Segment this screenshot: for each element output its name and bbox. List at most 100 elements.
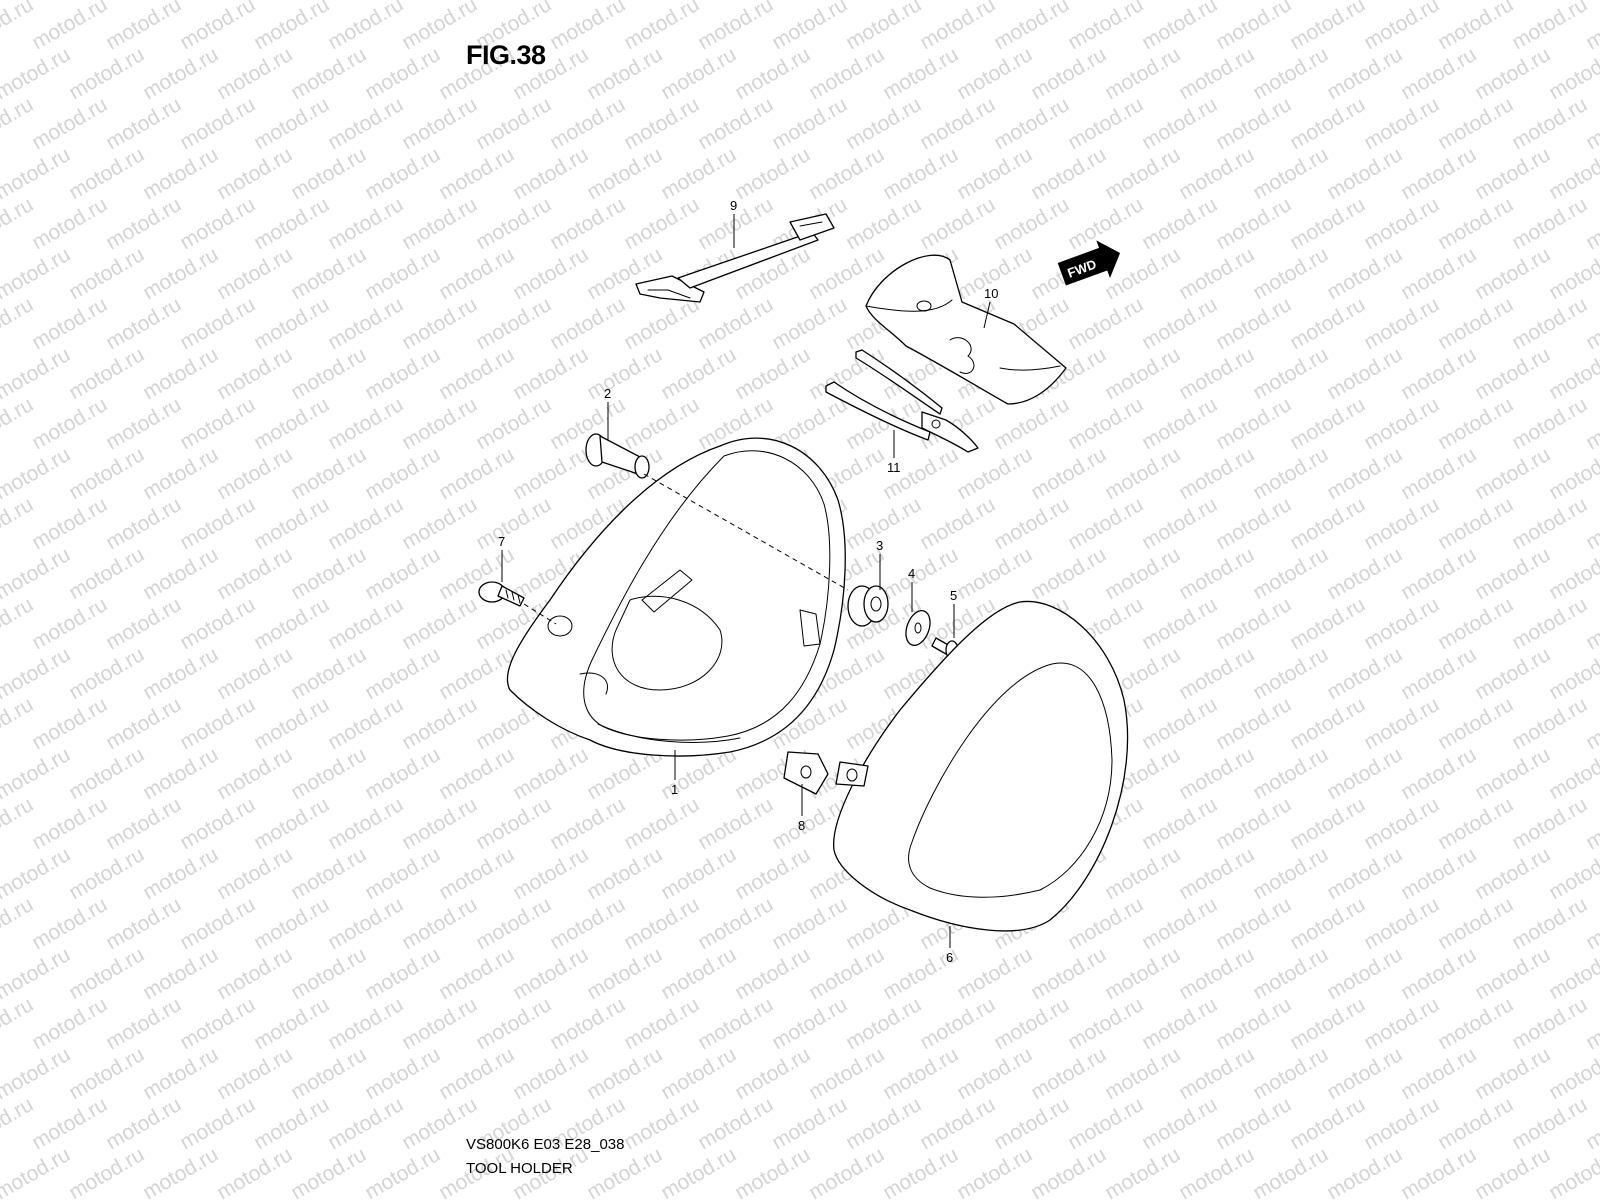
watermark-text: motod.ru	[1397, 1043, 1480, 1104]
watermark-text: motod.ru	[1286, 793, 1369, 854]
watermark-text: motod.ru	[398, 393, 481, 454]
watermark-text: motod.ru	[1323, 643, 1406, 704]
watermark-text: motod.ru	[1175, 1143, 1258, 1200]
watermark-text: motod.ru	[324, 1093, 407, 1154]
watermark-text: motod.ru	[1471, 843, 1554, 904]
watermark-text: motod.ru	[213, 1043, 296, 1104]
watermark-text: motod.ru	[1138, 1093, 1221, 1154]
watermark-text: motod.ru	[102, 793, 185, 854]
watermark-text: motod.ru	[1175, 443, 1258, 504]
watermark-text: motod.ru	[1064, 493, 1147, 554]
watermark-text: motod.ru	[1101, 143, 1184, 204]
watermark-text: motod.ru	[1175, 43, 1258, 104]
watermark-text: motod.ru	[731, 143, 814, 204]
watermark-text: motod.ru	[1508, 693, 1591, 754]
watermark-text: motod.ru	[324, 893, 407, 954]
watermark-text: motod.ru	[620, 893, 703, 954]
watermark-text: motod.ru	[1434, 593, 1517, 654]
watermark-text: motod.ru	[361, 1043, 444, 1104]
watermark-text: motod.ru	[620, 393, 703, 454]
watermark-text: motod.ru	[694, 893, 777, 954]
watermark-text: motod.ru	[213, 143, 296, 204]
watermark-text: motod.ru	[472, 793, 555, 854]
watermark-text: motod.ru	[953, 1043, 1036, 1104]
watermark-text: motod.ru	[768, 893, 851, 954]
watermark-text: motod.ru	[139, 643, 222, 704]
watermark-text: motod.ru	[176, 593, 259, 654]
watermark-text: motod.ru	[324, 793, 407, 854]
watermark-text: motod.ru	[1249, 943, 1332, 1004]
watermark-text: motod.ru	[620, 1093, 703, 1154]
watermark-text: motod.ru	[1508, 293, 1591, 354]
watermark-text: motod.ru	[250, 193, 333, 254]
watermark-text: motod.ru	[509, 943, 592, 1004]
watermark-text: motod.ru	[509, 0, 592, 4]
watermark-text: motod.ru	[1434, 993, 1517, 1054]
watermark-text: motod.ru	[361, 943, 444, 1004]
watermark-text: motod.ru	[620, 193, 703, 254]
watermark-text: motod.ru	[731, 943, 814, 1004]
watermark-text: motod.ru	[583, 143, 666, 204]
watermark-text: motod.ru	[102, 1093, 185, 1154]
watermark-text: motod.ru	[65, 0, 148, 4]
watermark-text: motod.ru	[1471, 943, 1554, 1004]
watermark-text: motod.ru	[287, 43, 370, 104]
watermark-text: motod.ru	[768, 293, 851, 354]
watermark-text: motod.ru	[1434, 393, 1517, 454]
watermark-text: motod.ru	[1508, 793, 1591, 854]
watermark-text: motod.ru	[65, 243, 148, 304]
watermark-text: motod.ru	[102, 93, 185, 154]
watermark-text: motod.ru	[287, 143, 370, 204]
watermark-text: motod.ru	[472, 193, 555, 254]
watermark-text: motod.ru	[435, 143, 518, 204]
callouts: 9 10 11 2 3 4 5 7 1 8 6	[498, 198, 998, 965]
figure-title: FIG.38	[466, 40, 546, 70]
watermark-text: motod.ru	[1434, 293, 1517, 354]
watermark-text: motod.ru	[472, 893, 555, 954]
watermark-text: motod.ru	[916, 1093, 999, 1154]
watermark-text: motod.ru	[1064, 993, 1147, 1054]
watermark-text: motod.ru	[583, 43, 666, 104]
watermark-text: motod.ru	[1249, 543, 1332, 604]
watermark-text: motod.ru	[1138, 893, 1221, 954]
watermark-text: motod.ru	[1360, 293, 1443, 354]
watermark-text: motod.ru	[1249, 1043, 1332, 1104]
watermark-text: motod.ru	[139, 743, 222, 804]
watermark-text: motod.ru	[28, 993, 111, 1054]
watermark-text: motod.ru	[1508, 1093, 1591, 1154]
watermark-text: motod.ru	[1360, 793, 1443, 854]
watermark-text: motod.ru	[324, 93, 407, 154]
watermark-text: motod.ru	[620, 993, 703, 1054]
watermark-text: motod.ru	[657, 943, 740, 1004]
watermark-text: motod.ru	[435, 443, 518, 504]
watermark-text: motod.ru	[990, 993, 1073, 1054]
watermark-text: motod.ru	[953, 543, 1036, 604]
watermark-text: motod.ru	[139, 1043, 222, 1104]
watermark-text: motod.ru	[879, 143, 962, 204]
watermark-text: motod.ru	[472, 993, 555, 1054]
watermark-text: motod.ru	[1360, 693, 1443, 754]
watermark-text: motod.ru	[620, 793, 703, 854]
watermark-text: motod.ru	[361, 343, 444, 404]
watermark-text: motod.ru	[1286, 393, 1369, 454]
watermark-text: motod.ru	[65, 843, 148, 904]
watermark-text: motod.ru	[1434, 493, 1517, 554]
watermark-text: motod.ru	[509, 843, 592, 904]
watermark-text: motod.ru	[1027, 43, 1110, 104]
watermark-text: motod.ru	[250, 0, 333, 54]
watermark-text: motod.ru	[583, 843, 666, 904]
watermark-text: motod.ru	[620, 0, 703, 54]
watermark-text: motod.ru	[731, 1043, 814, 1104]
watermark-text: motod.ru	[1064, 193, 1147, 254]
watermark-text: motod.ru	[102, 0, 185, 54]
watermark-text: motod.ru	[1471, 443, 1554, 504]
watermark-text: motod.ru	[1471, 43, 1554, 104]
watermark-text: motod.ru	[1138, 793, 1221, 854]
watermark-text: motod.ru	[1471, 143, 1554, 204]
callout-2: 2	[604, 386, 611, 401]
watermark-text: motod.ru	[435, 1043, 518, 1104]
watermark-text: motod.ru	[546, 193, 629, 254]
watermark-text: motod.ru	[1286, 893, 1369, 954]
watermark-text: motod.ru	[657, 1043, 740, 1104]
watermark-text: motod.ru	[213, 343, 296, 404]
